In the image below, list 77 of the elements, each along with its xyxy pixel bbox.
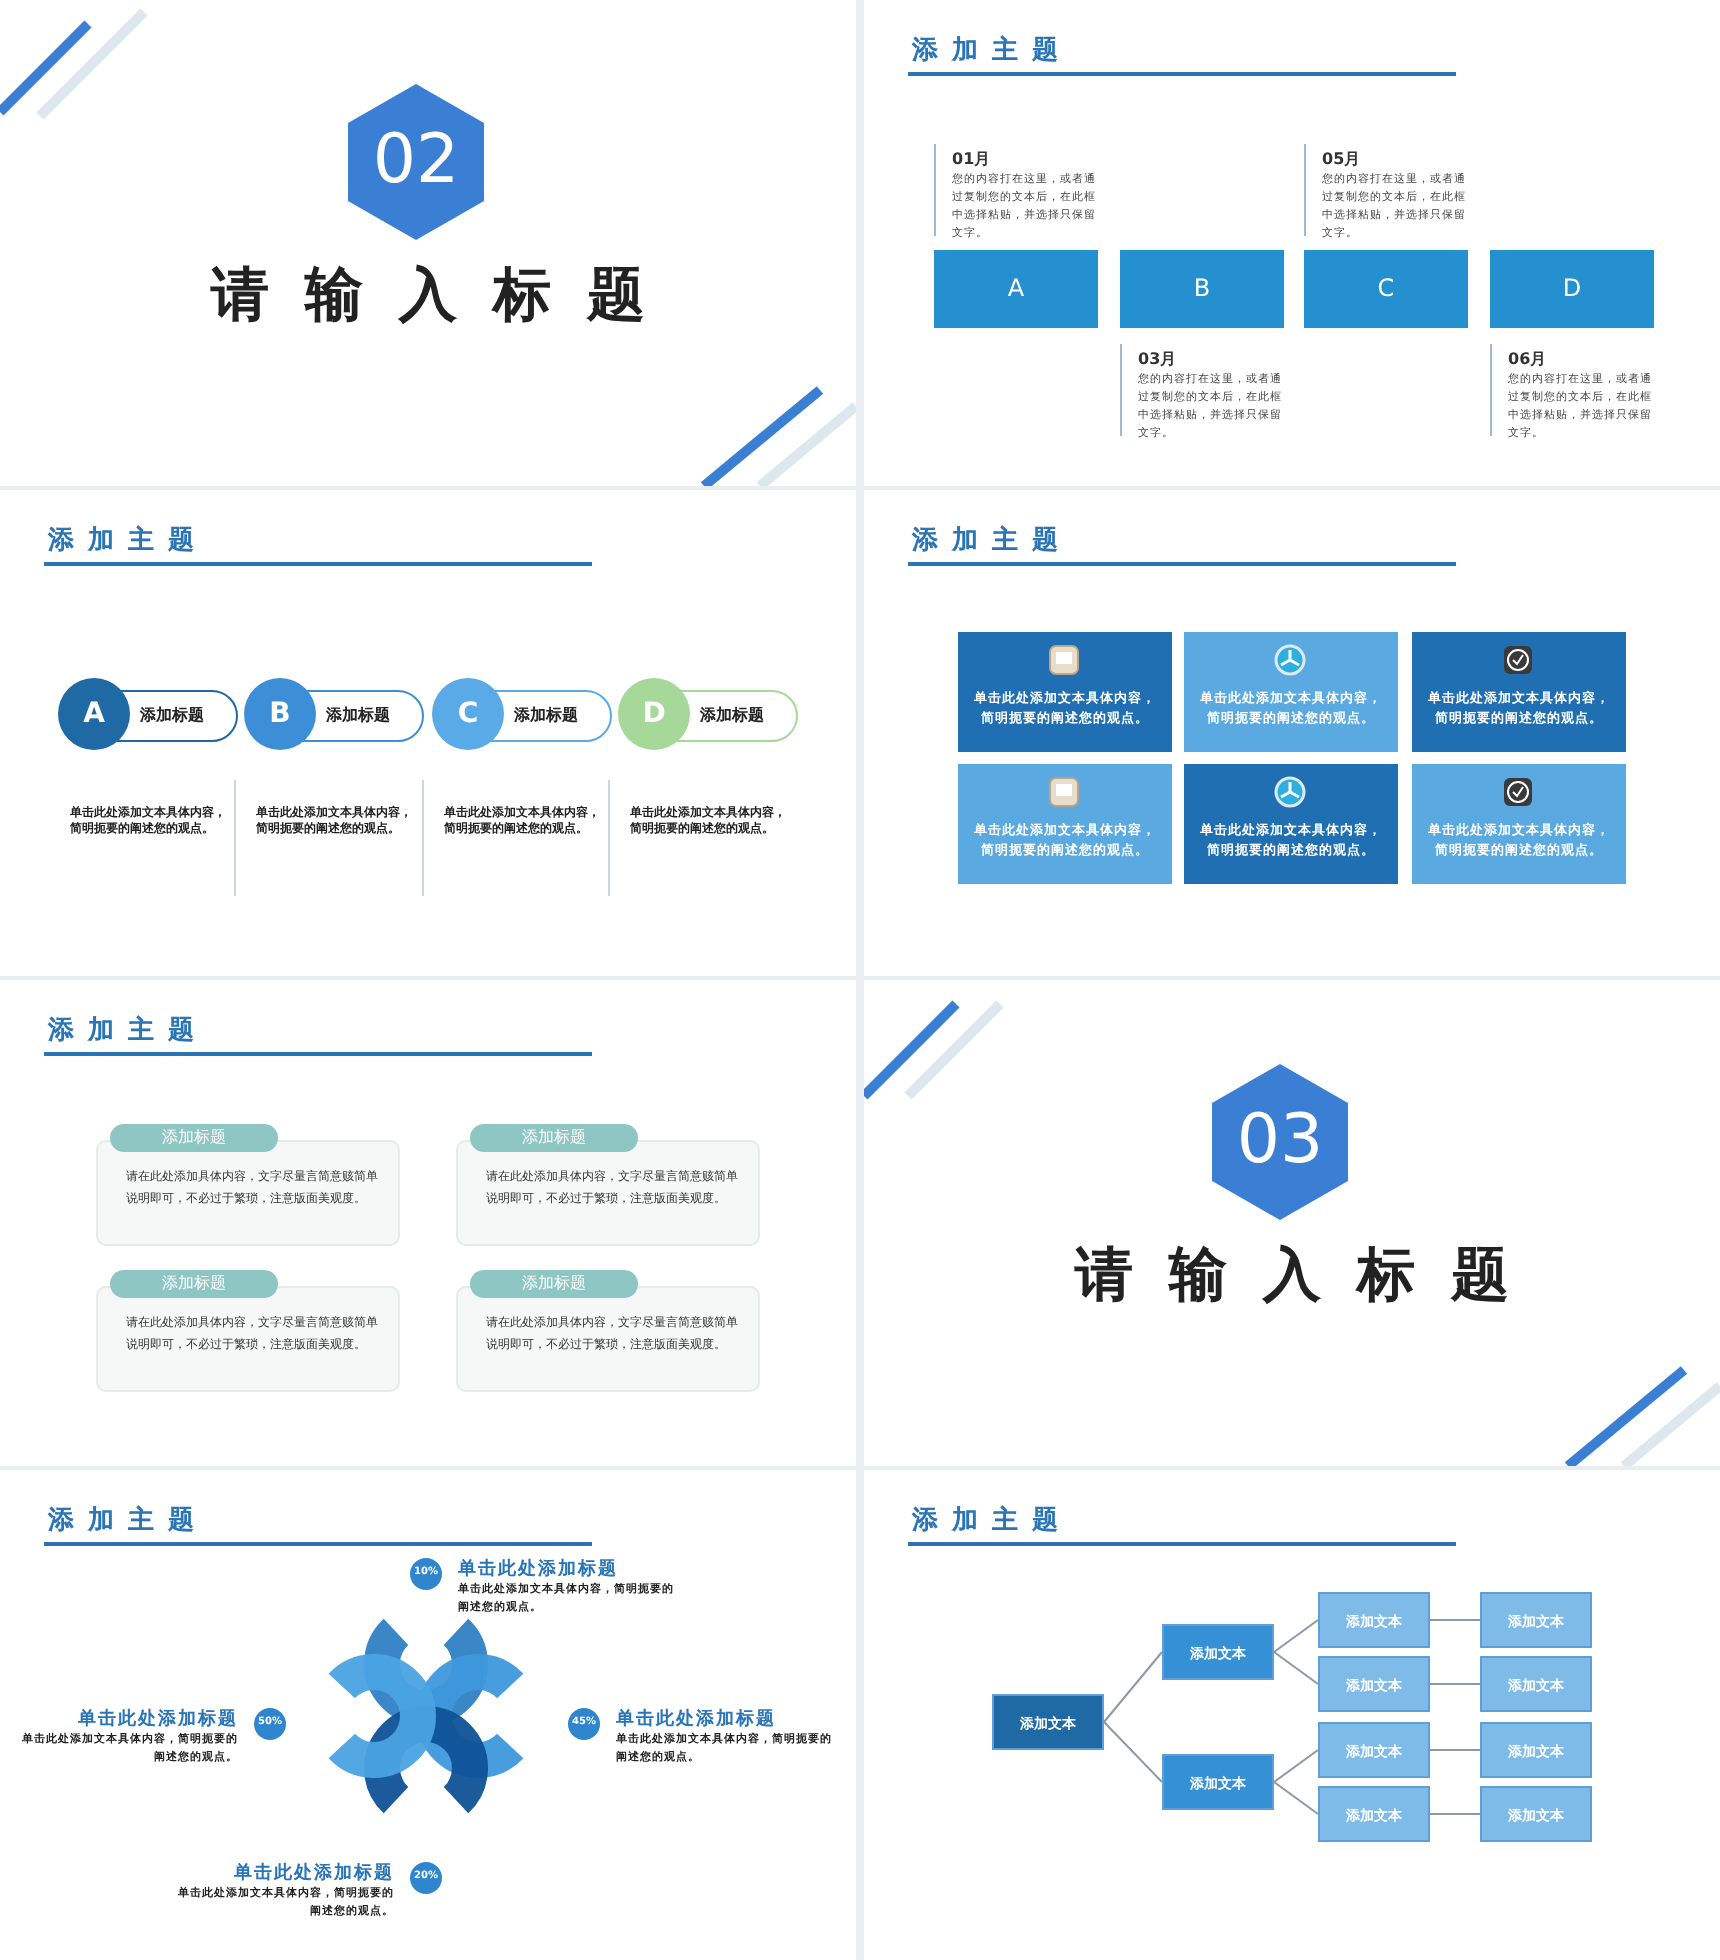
connector-line xyxy=(1273,1619,1319,1653)
timeline-box xyxy=(1490,250,1654,328)
connector-line xyxy=(1429,1749,1481,1751)
box-letter: D xyxy=(1560,274,1584,302)
letter-circle: D xyxy=(618,678,690,750)
point-title: 单击此处添加标题 xyxy=(232,1860,394,1886)
slide-panel xyxy=(864,1470,1720,1960)
tree-box xyxy=(1318,1786,1430,1842)
connector-line xyxy=(1273,1781,1319,1815)
card-tag: 添加标题 xyxy=(470,1270,638,1298)
slide-panel xyxy=(0,490,856,976)
connector-line xyxy=(1429,1813,1481,1815)
info-tile xyxy=(1412,764,1626,884)
info-tile xyxy=(958,632,1172,752)
percent-circle xyxy=(410,1558,442,1590)
box-letter: A xyxy=(1005,274,1027,302)
section-number: 02 xyxy=(370,120,462,200)
connector-line xyxy=(1103,1721,1163,1783)
tree-box xyxy=(1318,1722,1430,1778)
timeline-box xyxy=(934,250,1098,328)
percent-circle xyxy=(410,1862,442,1894)
tree-box xyxy=(1162,1754,1274,1810)
connector-line xyxy=(1429,1619,1481,1621)
connector-line xyxy=(1273,1749,1319,1783)
info-tile xyxy=(1412,632,1626,752)
tree-box xyxy=(1480,1786,1592,1842)
tree-box xyxy=(1318,1656,1430,1712)
point-title: 单击此处添加标题 xyxy=(76,1706,238,1732)
timeline-box xyxy=(1120,250,1284,328)
point-title: 单击此处添加标题 xyxy=(458,1556,620,1582)
point-title: 单击此处添加标题 xyxy=(616,1706,778,1732)
tree-box xyxy=(1480,1656,1592,1712)
info-tile xyxy=(1184,764,1398,884)
slide-heading: 添加主题 xyxy=(912,1503,1072,1538)
card-tag: 添加标题 xyxy=(110,1124,278,1152)
timeline-box xyxy=(1304,250,1468,328)
month-label: 05月 xyxy=(1322,148,1361,170)
tree-box xyxy=(1162,1624,1274,1680)
pill-title: 添加标题 xyxy=(326,704,390,726)
hexagon-shape xyxy=(1212,1064,1348,1220)
card-tag: 添加标题 xyxy=(110,1270,278,1298)
month-label: 03月 xyxy=(1138,348,1177,370)
tree-box xyxy=(1480,1722,1592,1778)
month-label: 01月 xyxy=(952,148,991,170)
connector-line xyxy=(1103,1651,1163,1723)
pill-title: 添加标题 xyxy=(700,704,764,726)
letter-circle: A xyxy=(58,678,130,750)
percent-circle xyxy=(568,1708,600,1740)
slide-panel xyxy=(864,0,1720,486)
hexagon-shape xyxy=(348,84,484,240)
slide-heading: 添加主题 xyxy=(48,523,208,558)
connector-line xyxy=(1429,1683,1481,1685)
tree-box xyxy=(992,1694,1104,1750)
box-letter: B xyxy=(1191,274,1213,302)
slide-heading: 添加主题 xyxy=(48,1013,208,1048)
letter-circle: C xyxy=(432,678,504,750)
slide-panel xyxy=(0,980,856,1466)
section-number: 03 xyxy=(1234,1100,1326,1180)
slide-heading: 添加主题 xyxy=(48,1503,208,1538)
pill-title: 添加标题 xyxy=(140,704,204,726)
tree-box xyxy=(1480,1592,1592,1648)
slide-panel xyxy=(0,1470,856,1960)
pill-title: 添加标题 xyxy=(514,704,578,726)
slide-heading: 添加主题 xyxy=(912,523,1072,558)
connector-line xyxy=(1273,1651,1319,1685)
tree-box xyxy=(1318,1592,1430,1648)
slide-title: 请输入标题 xyxy=(1072,1238,1547,1312)
month-label: 06月 xyxy=(1508,348,1547,370)
percent-circle xyxy=(254,1708,286,1740)
slide-panel xyxy=(864,490,1720,976)
slide-title: 请输入标题 xyxy=(208,258,683,332)
letter-circle: B xyxy=(244,678,316,750)
info-tile xyxy=(1184,632,1398,752)
box-letter: C xyxy=(1375,274,1397,302)
card-tag: 添加标题 xyxy=(470,1124,638,1152)
info-tile xyxy=(958,764,1172,884)
slide-heading: 添加主题 xyxy=(912,33,1072,68)
